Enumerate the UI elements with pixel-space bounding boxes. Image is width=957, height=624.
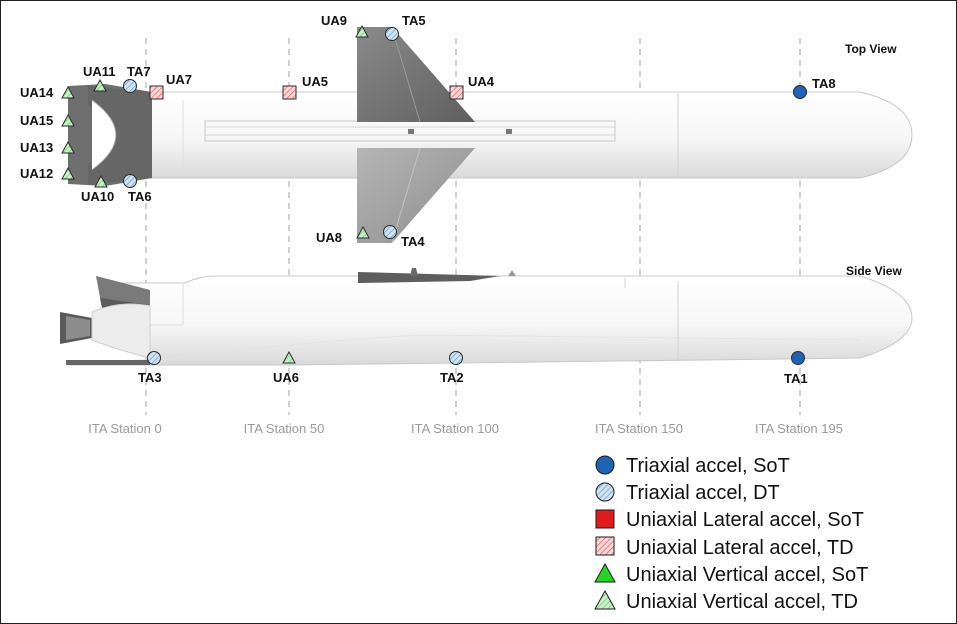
sensor-ta5-label: TA5 bbox=[402, 13, 426, 28]
sensor-labels: UA9 TA5 UA11 TA7 UA7 UA5 UA4 TA8 UA14 UA… bbox=[20, 13, 836, 386]
side-view-title: Side View bbox=[846, 264, 902, 278]
legend-triangle-hatched-icon bbox=[594, 589, 616, 610]
station-label-150: ITA Station 150 bbox=[595, 421, 683, 436]
sensor-ta4-marker bbox=[383, 225, 397, 239]
sensor-ua4-label: UA4 bbox=[468, 74, 495, 89]
station-label-100: ITA Station 100 bbox=[411, 421, 499, 436]
sensor-ta4-label: TA4 bbox=[401, 234, 425, 249]
sensor-ua14-marker bbox=[61, 85, 75, 99]
sensor-ta7-marker bbox=[123, 79, 137, 93]
sensor-ua6-label: UA6 bbox=[273, 370, 299, 385]
sensor-ta2-marker bbox=[449, 351, 463, 365]
sensor-ta8-label: TA8 bbox=[812, 76, 836, 91]
sensor-ua11-marker bbox=[93, 78, 107, 92]
sensor-ua8-label: UA8 bbox=[316, 230, 342, 245]
sensor-ua10-label: UA10 bbox=[81, 189, 114, 204]
station-label-50: ITA Station 50 bbox=[244, 421, 325, 436]
sensor-ta6-label: TA6 bbox=[128, 189, 152, 204]
legend-label-vertical-sot: Uniaxial Vertical accel, SoT bbox=[626, 564, 868, 586]
sensor-ua13-label: UA13 bbox=[20, 140, 53, 155]
sensor-ua13-marker bbox=[61, 140, 75, 154]
legend-square-hatched-icon bbox=[595, 536, 615, 556]
sensor-ua9-marker bbox=[355, 24, 369, 38]
sensor-ta1-marker bbox=[791, 351, 805, 365]
sensor-ua15-marker bbox=[61, 113, 75, 127]
sensor-ua6-marker bbox=[282, 350, 296, 364]
legend-circle-hatched-icon bbox=[595, 482, 615, 502]
sensor-ua12-label: UA12 bbox=[20, 166, 53, 181]
sensor-ta2-label: TA2 bbox=[440, 370, 464, 385]
sensor-ta3-marker bbox=[147, 351, 161, 365]
sensor-ua4-marker bbox=[449, 85, 464, 100]
sensor-ta8-marker bbox=[793, 85, 807, 99]
station-lines bbox=[145, 38, 801, 415]
legend-label-vertical-td: Uniaxial Vertical accel, TD bbox=[626, 591, 858, 613]
sensor-ua8-marker bbox=[356, 225, 370, 239]
legend-triangle-solid-icon bbox=[594, 562, 616, 583]
sensor-ta7-label: TA7 bbox=[127, 64, 151, 79]
sensor-ta6-marker bbox=[123, 174, 137, 188]
sensor-ua11-label: UA11 bbox=[83, 64, 116, 79]
sensor-ta1-label: TA1 bbox=[784, 371, 808, 386]
legend-circle-solid-icon bbox=[595, 455, 615, 475]
legend-label-lateral-td: Uniaxial Lateral accel, TD bbox=[626, 537, 854, 559]
sensor-markers bbox=[61, 24, 807, 365]
legend-label-triaxial-sot: Triaxial accel, SoT bbox=[626, 455, 790, 477]
station-labels: ITA Station 0 ITA Station 50 ITA Station… bbox=[88, 421, 843, 436]
sensor-ua14-label: UA14 bbox=[20, 85, 54, 100]
station-label-0: ITA Station 0 bbox=[88, 421, 161, 436]
sensor-ua10-marker bbox=[94, 174, 108, 188]
sensor-ta3-label: TA3 bbox=[138, 370, 162, 385]
sensor-ua5-label: UA5 bbox=[302, 74, 328, 89]
station-label-195: ITA Station 195 bbox=[755, 421, 843, 436]
sensor-ua15-label: UA15 bbox=[20, 113, 53, 128]
legend-label-lateral-sot: Uniaxial Lateral accel, SoT bbox=[626, 509, 864, 531]
legend: Triaxial accel, SoT Triaxial accel, DT U… bbox=[594, 455, 868, 613]
side-view-vehicle bbox=[60, 268, 913, 366]
sensor-ua12-marker bbox=[61, 166, 75, 180]
sensor-ua7-marker bbox=[149, 85, 164, 100]
top-view-title: Top View bbox=[845, 42, 897, 56]
top-view-vehicle bbox=[68, 27, 913, 243]
sensor-ua5-marker bbox=[282, 85, 297, 100]
legend-label-triaxial-dt: Triaxial accel, DT bbox=[626, 482, 780, 504]
sensor-ta5-marker bbox=[385, 27, 399, 41]
sensor-ua7-label: UA7 bbox=[166, 72, 192, 87]
sensor-ua9-label: UA9 bbox=[321, 13, 347, 28]
legend-square-solid-icon bbox=[595, 509, 615, 529]
